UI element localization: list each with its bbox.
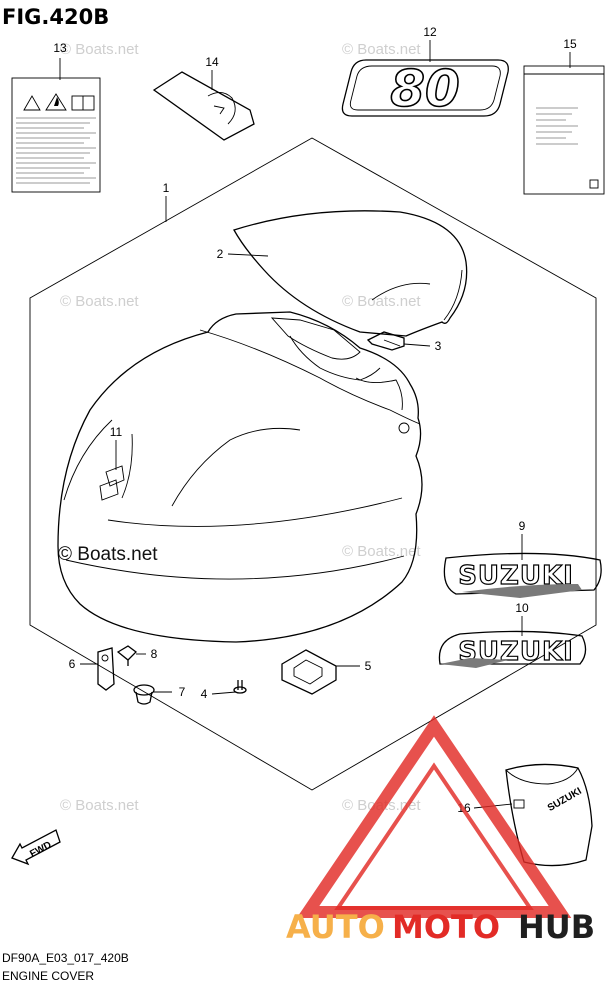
fwd-direction-arrow: FWD [11,829,61,866]
watermark-text: © Boats.net [342,41,421,58]
watermark-text: © Boats.net [60,41,139,58]
callout-7: 7 [179,685,186,699]
watermark-text: © Boats.net [60,293,139,310]
watermark-text-strong: © Boats.net [58,544,158,565]
part-4-bolt [233,680,247,694]
part-10-suzuki-decal: SUZUKI [438,630,587,668]
watermark-text: © Boats.net [60,797,139,814]
callout-8: 8 [151,647,158,661]
part-9-suzuki-decal: SUZUKI [443,552,602,598]
part-1-engine-cover [57,311,423,643]
callout-14: 14 [205,55,219,69]
manual-logo-icon [589,179,599,189]
figure-title: FIG.420B [2,5,109,29]
cover-16-text: SUZUKI [546,786,584,814]
callout-10: 10 [515,601,529,615]
leader-lines [59,40,571,809]
assembly-boundary [29,137,597,791]
automotohub-logo: AUTO MOTO HUB [286,715,595,946]
callout-12: 12 [423,25,437,39]
warning-triangle-icon [23,95,41,111]
callout-4: 4 [201,687,208,701]
manual-book-icon [71,95,95,111]
part-6-bracket [97,647,115,691]
callout-13: 13 [53,41,67,55]
callout-5: 5 [365,659,372,673]
callout-numbers: 1 2 3 4 5 6 7 8 9 10 11 12 13 14 15 16 [53,25,577,815]
part-15-owners-manual [523,65,605,195]
callout-15: 15 [563,37,577,51]
part-2-upper-cover-panel [233,210,468,337]
logo-text-hub: HUB [518,908,595,946]
part-3-clip [366,331,405,351]
decal-80-text: 80 [390,60,460,118]
callout-3: 3 [435,339,442,353]
figure-name: ENGINE COVER [2,969,94,983]
callout-6: 6 [69,657,76,671]
callout-1: 1 [163,181,170,195]
callout-9: 9 [519,519,526,533]
watermark-text: © Boats.net [342,543,421,560]
part-12-decal-80: 80 [341,59,509,119]
part-14-leaflet [152,71,255,141]
callout-2: 2 [217,247,224,261]
part-7-collar [133,684,155,705]
logo-text-auto: AUTO [286,908,385,946]
callout-11: 11 [110,425,123,439]
flame-warning-icon [45,93,67,111]
figure-code: DF90A_E03_017_420B [2,951,129,965]
logo-triangle-icon [296,715,572,918]
watermark-text: © Boats.net [342,293,421,310]
part-11-suzuki-s-emblem [99,465,125,501]
part-13-warning-label [11,77,101,193]
logo-text-moto: MOTO [392,908,500,946]
part-8-screw [116,645,137,666]
part-5-grommet [281,649,337,695]
